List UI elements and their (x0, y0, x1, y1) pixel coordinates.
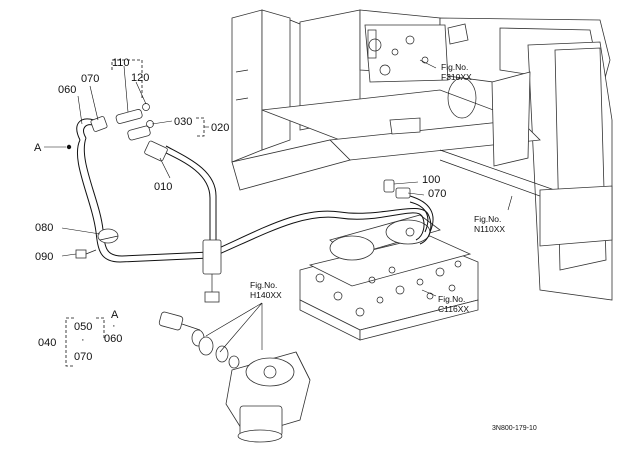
part-label-070-right: 070 (428, 188, 446, 200)
part-label-070-top: 070 (81, 73, 99, 85)
fig-ref-f310-line1: Fig.No. (441, 62, 468, 72)
figure-references: Fig.No. F310XX Fig.No. N110XX Fig.No. H1… (250, 62, 505, 314)
fig-ref-n110-line2: N110XX (474, 224, 505, 234)
part-labels: 110 070 120 060 030 020 010 080 090 100 … (34, 57, 446, 363)
part-label-100: 100 (422, 174, 440, 186)
fig-ref-h140-line2: H140XX (250, 290, 282, 300)
part-label-070-bottom: 070 (74, 351, 92, 363)
part-label-110: 110 (112, 57, 130, 69)
part-label-040: 040 (38, 337, 56, 349)
pump-assembly-drawing (158, 311, 311, 443)
part-label-060-top: 060 (58, 84, 76, 96)
valve-body-drawing (299, 214, 479, 341)
fig-ref-n110: Fig.No. N110XX (474, 214, 505, 234)
callout-letter-A-bottom: A (111, 309, 119, 321)
callout-lines (44, 59, 513, 367)
part-label-050: 050 (74, 321, 92, 333)
part-label-010: 010 (154, 181, 172, 193)
callout-letter-A-left: A (34, 142, 42, 154)
fig-ref-f310-line2: F310XX (441, 72, 472, 82)
part-label-060-bottom: 060 (104, 333, 122, 345)
fig-ref-h140-line1: Fig.No. (250, 280, 277, 290)
fig-ref-h140: Fig.No. H140XX (250, 280, 282, 300)
part-label-020: 020 (211, 122, 229, 134)
drawing-code: 3N800-179-10 (492, 425, 537, 432)
tractor-frame-drawing (231, 9, 613, 301)
fig-ref-c116-line1: Fig.No. (438, 294, 465, 304)
part-label-030: 030 (174, 116, 192, 128)
fig-ref-n110-line1: Fig.No. (474, 214, 501, 224)
fig-ref-c116: Fig.No. C116XX (438, 294, 469, 314)
part-label-dot-right: · (112, 320, 116, 332)
part-label-120: 120 (131, 72, 149, 84)
part-label-dot-left: · (81, 334, 85, 346)
part-label-080: 080 (35, 222, 53, 234)
fig-ref-f310: Fig.No. F310XX (441, 62, 472, 82)
fig-ref-c116-line2: C116XX (438, 304, 469, 314)
part-label-090: 090 (35, 251, 53, 263)
